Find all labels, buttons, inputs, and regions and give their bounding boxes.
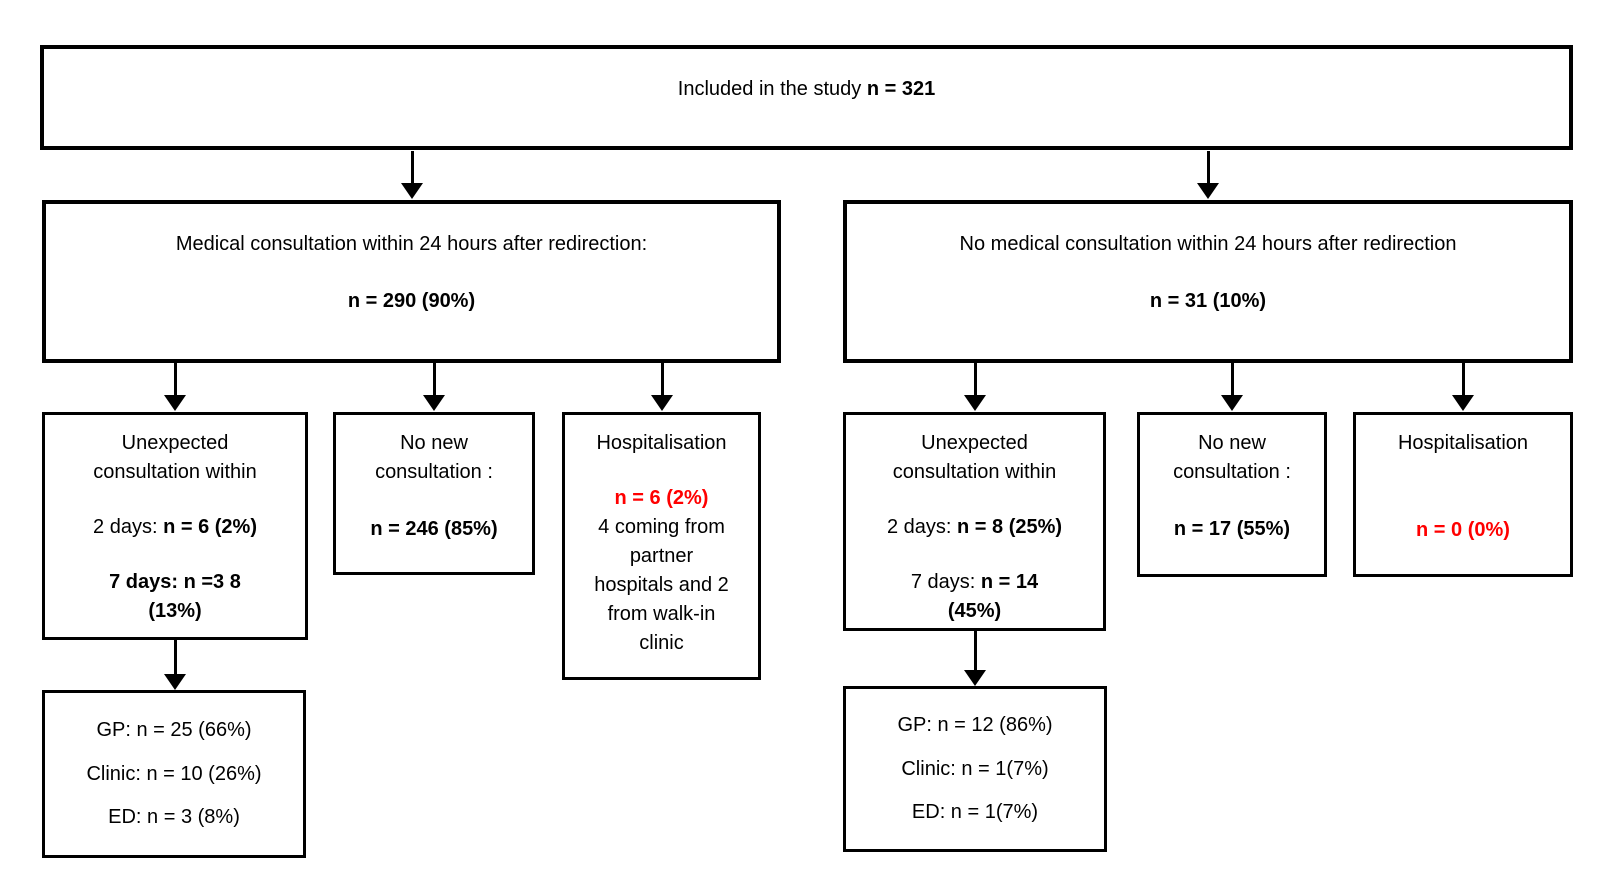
arrow-down-icon [1197, 183, 1219, 199]
unexpected-right-2days-label: 2 days: [886, 516, 957, 538]
arrow-line [1206, 151, 1210, 183]
arrow-to-hospitalisation-left [651, 363, 673, 411]
box-no-new-consultation-right: No new consultation : n = 17 (55%) [1137, 412, 1327, 577]
box-no-new-consultation-left: No new consultation : n = 246 (85%) [333, 412, 535, 575]
arrow-down-icon [1452, 395, 1474, 411]
medical-consultation-label: Medical consultation within 24 hours aft… [175, 233, 648, 255]
included-text: Included in the study n = 321 [678, 75, 935, 104]
no-medical-consultation-value: n = 31 (10%) [1149, 290, 1267, 312]
arrow-line [1230, 363, 1234, 395]
arrow-down-icon [964, 395, 986, 411]
box-breakdown-left: GP: n = 25 (66%) Clinic: n = 10 (26%) ED… [42, 690, 306, 858]
unexpected-right-2days-value: n = 8 (25%) [957, 516, 1063, 538]
arrow-down-icon [401, 183, 423, 199]
arrow-to-breakdown-right [964, 631, 986, 686]
arrow-to-no-new-right [1221, 363, 1243, 411]
hospitalisation-right-title: Hospitalisation [1397, 432, 1529, 454]
arrow-down-icon [164, 395, 186, 411]
included-value: n = 321 [866, 78, 936, 100]
box-breakdown-right: GP: n = 12 (86%) Clinic: n = 1(7%) ED: n… [843, 686, 1107, 852]
arrow-down-icon [164, 674, 186, 690]
unexpected-right-7days-value: n = 14 (45%) [947, 571, 1039, 622]
unexpected-left-7days: 7 days: n =3 8 (13%) [85, 568, 265, 626]
arrow-to-no-consultation-24h [1197, 151, 1219, 199]
arrow-line [410, 151, 414, 183]
included-label: Included in the study [677, 78, 867, 100]
box-hospitalisation-right: Hospitalisation n = 0 (0%) [1353, 412, 1573, 577]
arrow-line [973, 363, 977, 395]
breakdown-right-clinic: Clinic: n = 1(7%) [901, 757, 1049, 780]
breakdown-right-ed: ED: n = 1(7%) [911, 800, 1039, 823]
box-unexpected-consultation-left: Unexpected consultation within 2 days: n… [42, 412, 308, 640]
unexpected-left-2days-label: 2 days: [93, 516, 164, 538]
no-new-left-value: n = 246 (85%) [370, 518, 498, 540]
unexpected-right-2days: 2 days: n = 8 (25%) [887, 513, 1062, 542]
arrow-line [1461, 363, 1465, 395]
box-no-medical-consultation-24h: No medical consultation within 24 hours … [843, 200, 1573, 363]
arrow-to-consultation-24h [401, 151, 423, 199]
arrow-to-unexpected-left [164, 363, 186, 411]
arrow-to-unexpected-right [964, 363, 986, 411]
no-new-right-title: No new consultation : [1173, 432, 1291, 483]
unexpected-right-7days: 7 days: n = 14 (45%) [885, 568, 1065, 626]
unexpected-right-7days-label: 7 days: [910, 571, 981, 593]
arrow-down-icon [423, 395, 445, 411]
breakdown-left-clinic: Clinic: n = 10 (26%) [86, 762, 262, 785]
unexpected-left-7days-value: 7 days: n =3 8 (13%) [109, 571, 241, 622]
arrow-line [173, 363, 177, 395]
hospitalisation-right-value: n = 0 (0%) [1416, 519, 1510, 541]
arrow-to-breakdown-left [164, 640, 186, 690]
medical-consultation-value: n = 290 (90%) [347, 290, 476, 312]
arrow-line [432, 363, 436, 395]
arrow-line [173, 640, 177, 674]
hospitalisation-left-note: 4 coming from partner hospitals and 2 fr… [594, 516, 729, 654]
arrow-down-icon [651, 395, 673, 411]
arrow-down-icon [1221, 395, 1243, 411]
breakdown-left-ed: ED: n = 3 (8%) [108, 806, 240, 829]
box-included-in-study: Included in the study n = 321 [40, 45, 1573, 150]
box-medical-consultation-24h: Medical consultation within 24 hours aft… [42, 200, 781, 363]
unexpected-right-title: Unexpected consultation within [892, 432, 1057, 483]
hospitalisation-left-value: n = 6 (2%) [614, 487, 709, 509]
hospitalisation-left-title: Hospitalisation [596, 432, 727, 454]
unexpected-left-title: Unexpected consultation within [93, 432, 257, 483]
breakdown-right-gp: GP: n = 12 (86%) [897, 714, 1053, 737]
breakdown-left-gp: GP: n = 25 (66%) [96, 718, 252, 741]
unexpected-left-2days: 2 days: n = 6 (2%) [93, 513, 257, 542]
arrow-down-icon [964, 670, 986, 686]
arrow-line [973, 631, 977, 670]
arrow-to-no-new-left [423, 363, 445, 411]
box-hospitalisation-left: Hospitalisation n = 6 (2%) 4 coming from… [562, 412, 761, 680]
arrow-to-hospitalisation-right [1452, 363, 1474, 411]
arrow-line [660, 363, 664, 395]
box-unexpected-consultation-right: Unexpected consultation within 2 days: n… [843, 412, 1106, 631]
no-medical-consultation-label: No medical consultation within 24 hours … [959, 233, 1457, 255]
no-new-right-value: n = 17 (55%) [1173, 518, 1291, 540]
no-new-left-title: No new consultation : [375, 432, 493, 483]
unexpected-left-2days-value: n = 6 (2%) [163, 516, 257, 538]
